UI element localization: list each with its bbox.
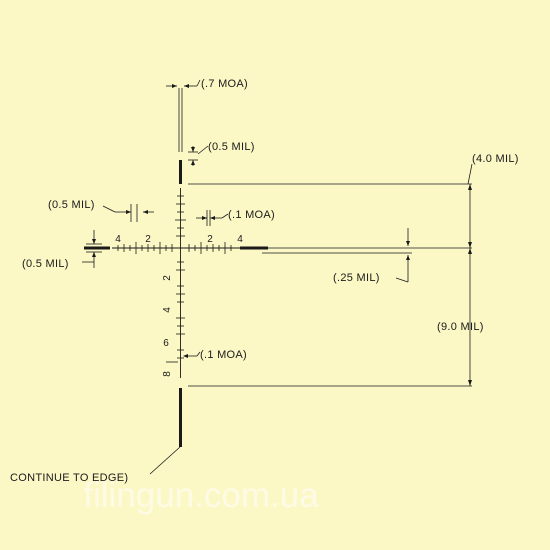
label-vertical-hash-width: (.1 MOA) <box>200 349 247 361</box>
horizontal-hash-marks <box>117 242 232 254</box>
scale-left-4: 4 <box>115 234 121 245</box>
dimension-lines <box>82 79 473 475</box>
scale-numbers: 4 2 2 4 2 4 6 8 <box>115 234 243 377</box>
label-continue-note: CONTINUE TO EDGE) <box>10 472 128 484</box>
label-right-post-thickness: (.25 MIL) <box>333 272 380 284</box>
scale-right-2: 2 <box>207 234 213 245</box>
watermark: filingun.com.ua <box>83 476 319 515</box>
label-post-gap: (0.5 MIL) <box>208 141 255 153</box>
scale-down-8: 8 <box>162 371 173 377</box>
vertical-hash-marks <box>175 195 186 359</box>
scale-left-2: 2 <box>145 234 151 245</box>
label-left-post-thickness: (0.5 MIL) <box>22 258 69 270</box>
label-right-hash-width: (.1 MOA) <box>228 209 275 221</box>
label-top-height: (4.0 MIL) <box>472 153 519 165</box>
reticle <box>84 88 268 447</box>
label-thin-post-width: (.7 MOA) <box>201 78 248 90</box>
scale-right-4: 4 <box>237 234 243 245</box>
label-bottom-height: (9.0 MIL) <box>437 321 484 333</box>
dimension-labels: (.7 MOA) (0.5 MIL) (4.0 MIL) (0.5 MIL) (… <box>10 78 519 484</box>
scale-down-6: 6 <box>163 338 169 349</box>
label-left-hash-spacing: (0.5 MIL) <box>48 199 95 211</box>
scale-down-2: 2 <box>162 275 173 281</box>
scale-down-4: 4 <box>162 307 173 313</box>
